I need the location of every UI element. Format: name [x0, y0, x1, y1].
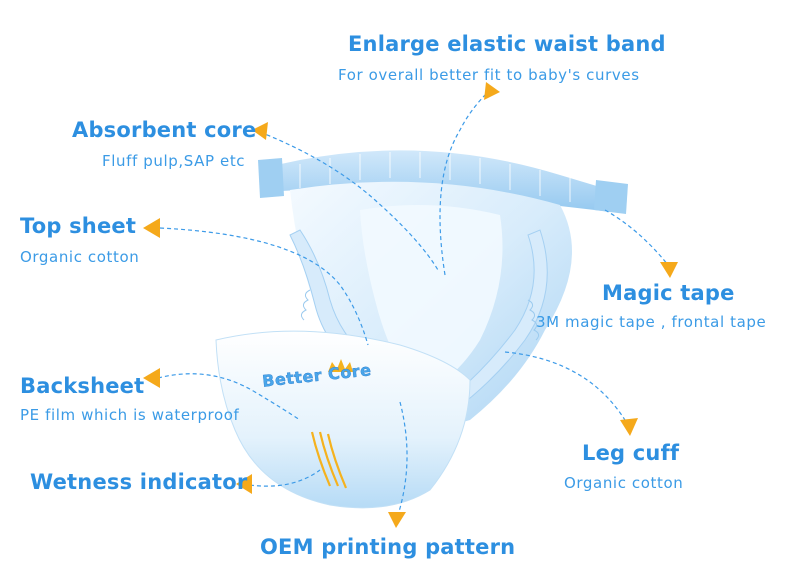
waist-leader — [439, 91, 489, 276]
absorbent-title: Absorbent core — [72, 118, 257, 142]
legcuff-leader — [504, 351, 629, 426]
legcuff-subtitle: Organic cotton — [564, 474, 684, 492]
magic-subtitle: 3M magic tape , frontal tape — [536, 313, 767, 331]
topsheet-subtitle: Organic cotton — [20, 248, 140, 266]
backsheet-title: Backsheet — [20, 374, 145, 398]
waist-band-ribs — [299, 152, 571, 202]
backsheet-subtitle: PE film which is waterproof — [20, 406, 240, 424]
legcuff-title: Leg cuff — [582, 441, 680, 465]
leader-lines — [157, 91, 669, 516]
oem-leader — [397, 401, 408, 516]
wetness-arrow-icon — [236, 474, 252, 494]
topsheet-title: Top sheet — [20, 214, 137, 238]
wetness-leader — [242, 469, 321, 487]
crown-icon — [328, 359, 353, 372]
backsheet-arrow-icon — [143, 368, 160, 388]
absorbent-subtitle: Fluff pulp,SAP etc — [102, 152, 246, 170]
magic-arrow-icon — [660, 262, 678, 278]
diaper-front — [215, 330, 471, 509]
waist-title: Enlarge elastic waist band — [348, 32, 666, 56]
wetness-title: Wetness indicator — [30, 470, 248, 494]
left-tab — [258, 158, 284, 198]
legcuff-arrow-icon — [620, 418, 638, 436]
topsheet-arrow-icon — [143, 218, 160, 238]
right-tab — [594, 180, 628, 214]
wetness-stripes — [310, 431, 348, 489]
absorbent-leader — [259, 131, 439, 271]
arrowheads — [143, 82, 678, 528]
absorbent-arrow-icon — [252, 122, 268, 140]
oem-title: OEM printing pattern — [260, 535, 516, 559]
topsheet-leader — [159, 227, 369, 346]
waist-arrow-icon — [484, 82, 500, 100]
magic-title: Magic tape — [602, 281, 735, 305]
cuff-ruffles — [300, 289, 540, 341]
magic-leader — [604, 209, 669, 266]
waist-subtitle: For overall better fit to baby's curves — [338, 66, 640, 84]
oem-arrow-icon — [388, 512, 406, 528]
